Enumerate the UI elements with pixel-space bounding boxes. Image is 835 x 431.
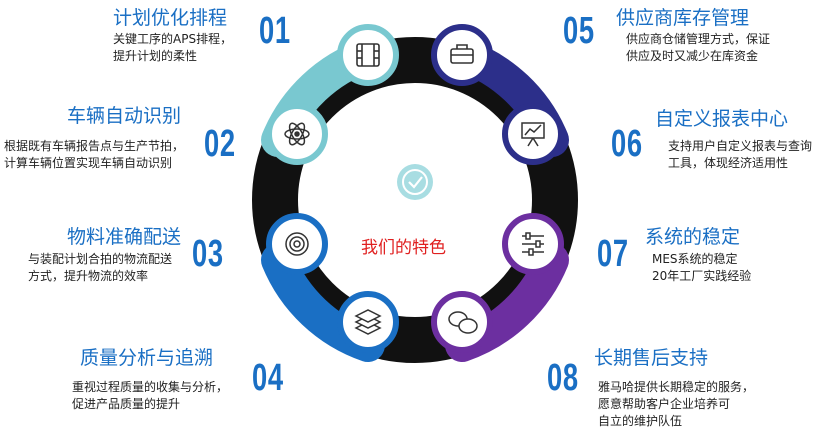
feature-number: 03: [192, 233, 224, 275]
feature-desc-line: 工具，体现经济适用性: [668, 156, 789, 170]
feature-desc-line: MES系统的稳定: [652, 252, 738, 266]
feature-desc-line: 供应商仓储管理方式，保证: [626, 32, 771, 46]
node-02: [266, 103, 328, 165]
feature-desc-line: 促进产品质量的提升: [72, 397, 181, 411]
feature-desc-line: 与装配计划合拍的物流配送: [28, 252, 173, 266]
target-icon: [285, 232, 309, 256]
feature-title: 质量分析与追溯: [80, 347, 214, 369]
feature-title: 自定义报表中心: [655, 108, 789, 130]
feature-desc-line: 20年工厂实践经验: [652, 269, 752, 283]
feature-title: 系统的稳定: [645, 226, 741, 248]
feature-desc-line: 计算车辆位置实现车辆自动识别: [4, 156, 173, 170]
feature-number: 08: [547, 357, 579, 399]
node-03: [266, 213, 328, 275]
feature-desc-line: 雅马哈提供长期稳定的服务，: [598, 380, 755, 394]
feature-desc-line: 根据既有车辆报告点与生产节拍，: [4, 139, 185, 153]
feature-number: 02: [204, 123, 236, 165]
film-icon: [356, 43, 380, 67]
feature-number: 05: [563, 10, 595, 52]
feature-number: 07: [597, 233, 629, 275]
feature-title: 长期售后支持: [594, 347, 709, 369]
center-title: 我们的特色: [361, 238, 446, 258]
presentation-chart-icon: [521, 122, 545, 147]
feature-desc-line: 愿意帮助客户企业培养可: [598, 397, 731, 411]
node-08: [431, 291, 493, 353]
feature-title: 供应商库存管理: [616, 7, 750, 29]
feature-desc-line: 支持用户自定义报表与查询: [668, 139, 813, 153]
layers-icon: [354, 309, 382, 335]
sliders-icon: [522, 232, 544, 256]
node-06: [502, 103, 564, 165]
feature-desc-line: 提升计划的柔性: [113, 49, 198, 63]
feature-number: 01: [259, 10, 291, 52]
feature-desc-line: 方式，提升物流的效率: [28, 269, 149, 283]
chat-bubbles-icon: [448, 311, 478, 334]
feature-number: 04: [252, 357, 284, 399]
feature-desc-line: 重视过程质量的收集与分析，: [72, 380, 229, 394]
feature-title: 物料准确配送: [67, 226, 182, 248]
ring-base: [252, 37, 578, 363]
node-04: [337, 291, 399, 353]
node-07: [502, 213, 564, 275]
atom-icon: [284, 122, 310, 146]
toolbox-icon: [450, 44, 474, 64]
node-01: [337, 24, 399, 86]
feature-number: 06: [611, 123, 643, 165]
feature-title: 车辆自动识别: [67, 105, 182, 127]
feature-desc-line: 供应及时又减少在库资金: [626, 49, 759, 63]
feature-desc-line: 关键工序的APS排程，: [113, 32, 233, 46]
feature-desc-line: 自立的维护队伍: [598, 414, 683, 428]
check-circle-icon: [397, 164, 433, 200]
feature-title: 计划优化排程: [113, 7, 228, 29]
node-05: [431, 24, 493, 86]
